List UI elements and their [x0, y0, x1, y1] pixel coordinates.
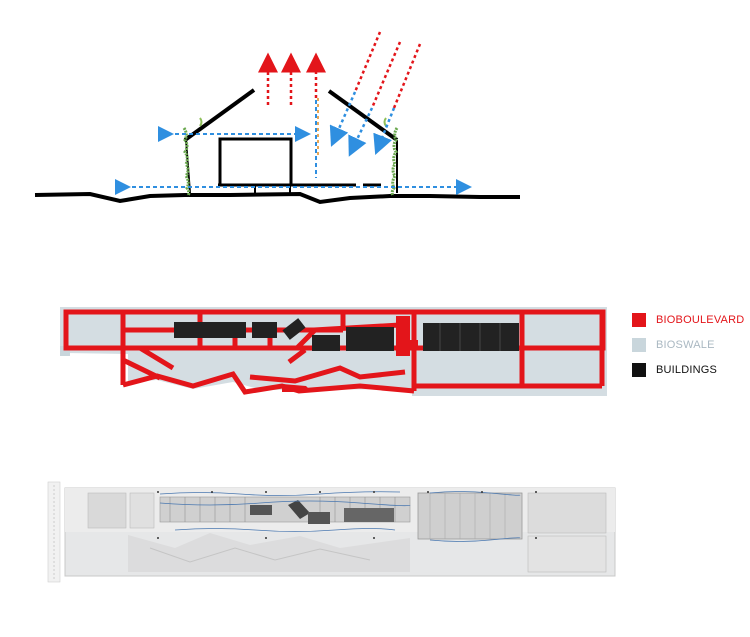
site-plan-rendering [47, 481, 616, 583]
building-4 [312, 335, 340, 351]
buildings [174, 318, 519, 351]
site-plan-diagram [60, 307, 607, 396]
building-3 [282, 318, 306, 340]
legend-item-buildings: BUILDINGS [632, 363, 717, 377]
legend-label-buildings: BUILDINGS [656, 364, 718, 376]
building-6 [423, 323, 519, 351]
sun-ray-2 [370, 41, 402, 109]
interior-room [218, 137, 293, 187]
legend-swatch-light-blue-square [632, 338, 646, 352]
building-2 [252, 322, 277, 338]
legend-swatch-red-square [632, 313, 646, 327]
legend-label-bioswale: BIOSWALE [656, 339, 715, 351]
legend-item-bioboulevard: BIOBOULEVARD [632, 313, 744, 327]
building-5 [346, 327, 394, 351]
legend-swatch-black-square [632, 363, 646, 377]
ground-line [34, 191, 520, 205]
legend-label-bioboulevard: BIOBOULEVARD [656, 314, 745, 326]
sun-ray-3 [392, 43, 422, 109]
legend-item-bioswale: BIOSWALE [632, 338, 715, 352]
sun-ray-1 [353, 31, 382, 93]
section-diagram [34, 31, 520, 205]
building-1 [174, 322, 246, 338]
right-roof [327, 89, 399, 142]
left-roof [183, 88, 256, 142]
